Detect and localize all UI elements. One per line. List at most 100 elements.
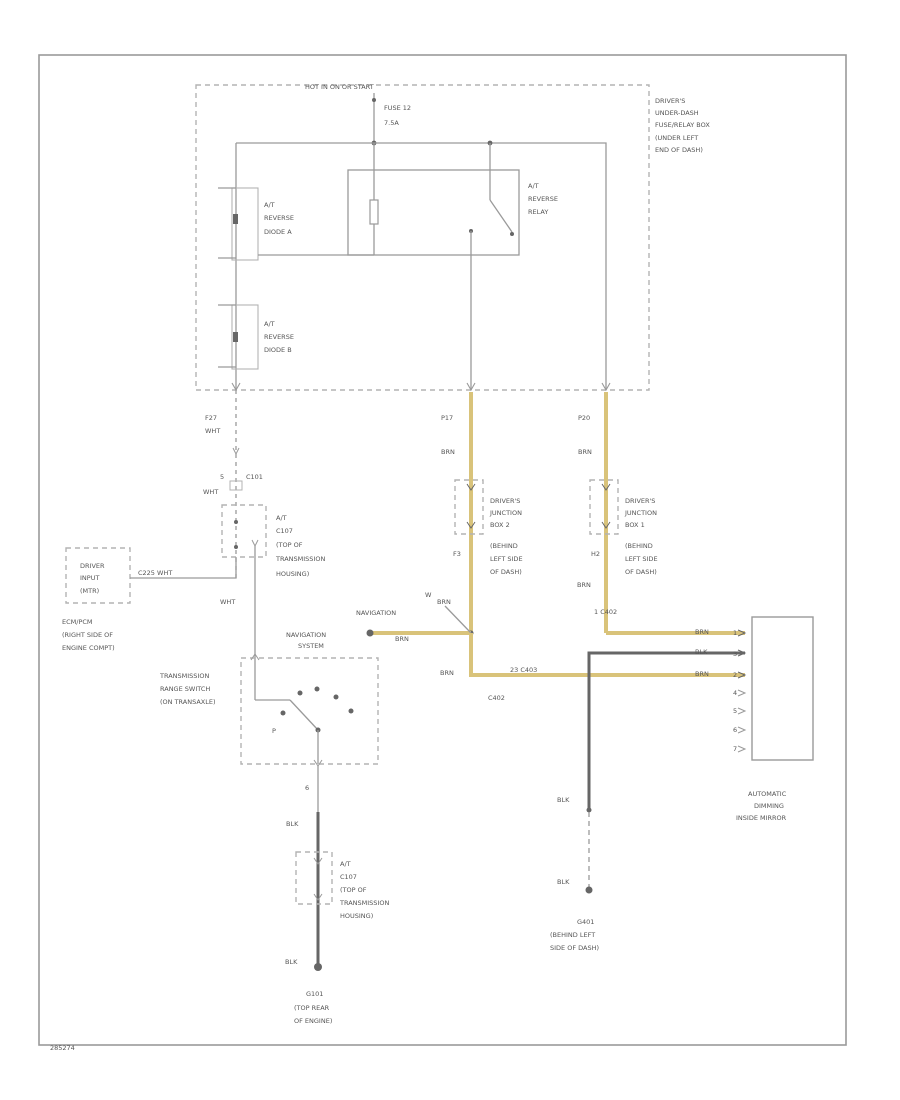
- at-conn-lower-label: A/T: [340, 860, 351, 868]
- fuse-box-location-line: UNDER-DASH: [655, 109, 699, 117]
- driver-input-line: (MTR): [80, 587, 99, 595]
- connector-c403: 23 C403: [510, 666, 537, 674]
- relay-coil: [369, 143, 379, 255]
- at-connector-c107-upper: [221, 504, 267, 558]
- pin-f27: F27: [205, 414, 217, 422]
- mirror-pin: 7: [733, 745, 737, 753]
- relay-label-line: A/T: [528, 182, 539, 190]
- ecm-location-line: ENGINE COMPT): [62, 644, 115, 652]
- relay-label-line: REVERSE: [528, 195, 558, 203]
- wire-wht: WHT: [220, 598, 235, 606]
- jb1-label-line: (BEHIND: [625, 542, 653, 550]
- ground-g101: [314, 963, 322, 971]
- driver-input-line: DRIVER: [80, 562, 105, 570]
- fuse-box-location-line: END OF DASH): [655, 146, 703, 154]
- center-circuit: P17 BRN DRIVER'S JUNCTION BOX 2 (BEHIND …: [356, 392, 745, 702]
- relay-label-line: RELAY: [528, 208, 548, 216]
- wire-brn: BRN: [578, 448, 592, 456]
- ground-g401-code: G401: [577, 918, 594, 926]
- connector-c402: 1 C402: [594, 608, 617, 616]
- fuse-12: [371, 93, 377, 146]
- jb1-label-line: BOX 1: [625, 521, 645, 529]
- diode-b-label-line: A/T: [264, 320, 275, 328]
- mirror-wire: BRN: [695, 670, 709, 678]
- diagram-frame: [38, 54, 847, 1046]
- mirror-label-line: AUTOMATIC: [748, 790, 787, 798]
- at-conn-lower-location-line: (TOP OF: [340, 886, 367, 894]
- ecm-location-line: (RIGHT SIDE OF: [62, 631, 113, 639]
- mirror-pin: 1: [733, 629, 737, 637]
- diode-a-label-line: DIODE A: [264, 228, 292, 236]
- right-circuit: P20 BRN DRIVER'S JUNCTION BOX 1 (BEHIND …: [577, 392, 745, 635]
- connector-c101: C101: [246, 473, 263, 481]
- reverse-relay: [347, 169, 520, 256]
- fuse-box-location-line: (UNDER LEFT: [655, 134, 698, 142]
- jb2-label-line: DRIVER'S: [490, 497, 520, 505]
- connector-c402-bottom: C402: [488, 694, 505, 702]
- mirror-pin: 4: [733, 689, 737, 697]
- reverse-diode-b: [218, 304, 259, 370]
- mirror-ground-wire: BLK: [557, 796, 570, 804]
- pin-h2: H2: [591, 550, 600, 558]
- junction-box-1: [589, 479, 619, 535]
- jb1-label-line: DRIVER'S: [625, 497, 655, 505]
- range-switch-label-line: RANGE SWITCH: [160, 685, 210, 693]
- wire-blk: BLK: [286, 820, 299, 828]
- ground-g101-code: G101: [306, 990, 323, 998]
- ground-wire-blk: BLK: [285, 958, 298, 966]
- range-switch-label-line: (ON TRANSAXLE): [160, 698, 216, 706]
- wire-brn-nav: BRN: [395, 635, 409, 643]
- ground-g101-location-line: OF ENGINE): [294, 1017, 332, 1025]
- nav-system-label-line: NAVIGATION: [286, 631, 326, 639]
- fuse-name: FUSE 12: [384, 104, 411, 112]
- jb2-label-line: OF DASH): [490, 568, 522, 576]
- wire-wht: WHT: [205, 427, 220, 435]
- at-connector-c107-lower: [295, 851, 333, 905]
- transmission-range-switch: TRANSMISSION RANGE SWITCH (ON TRANSAXLE)…: [159, 631, 389, 1025]
- jb2-label-line: JUNCTION: [489, 509, 522, 517]
- wire-wht: WHT: [203, 488, 218, 496]
- pin-number: 5: [220, 473, 224, 481]
- navigation-label: NAVIGATION: [356, 609, 396, 617]
- driver-input-line: INPUT: [80, 574, 99, 582]
- wire-brn: BRN: [440, 669, 454, 677]
- nav-system-label-line: SYSTEM: [298, 642, 324, 650]
- navigation-terminal: [366, 629, 374, 637]
- mirror-label-line: INSIDE MIRROR: [736, 814, 787, 822]
- range-switch-outline: [240, 657, 379, 765]
- fuse-box-location: DRIVER'S UNDER-DASH FUSE/RELAY BOX (UNDE…: [655, 97, 710, 154]
- at-conn-lower-location-line: HOUSING): [340, 912, 373, 920]
- fuse-box-header: HOT IN ON OR START: [305, 83, 374, 91]
- junction-box-2: [454, 479, 484, 535]
- ecm-location-line: ECM/PCM: [62, 618, 93, 626]
- mirror-pin: 6: [733, 726, 737, 734]
- c225-wht: C225 WHT: [138, 569, 172, 577]
- pin-p20: P20: [578, 414, 590, 422]
- splice-w: W: [425, 591, 432, 599]
- ground-g401-location-line: SIDE OF DASH): [550, 944, 599, 952]
- at-conn-lower-location-line: TRANSMISSION: [339, 899, 389, 907]
- mirror-pin: 3: [733, 650, 737, 658]
- at-conn-lower-code: C107: [340, 873, 357, 881]
- switch-pin: 6: [305, 784, 309, 792]
- ecm-driver-input: [65, 547, 131, 604]
- at-conn-location-line: HOUSING): [276, 570, 309, 578]
- jb2-label-line: BOX 2: [490, 521, 510, 529]
- auto-dimming-mirror: BRN BLK BRN 1 3 2 4 5 6 7 AUTOMATIC DIMM…: [550, 616, 814, 952]
- diode-b-label-line: DIODE B: [264, 346, 292, 354]
- fuse-relay-box: HOT IN ON OR START FUSE 12 7.5A DRIVER'S…: [195, 83, 710, 392]
- mirror-pin: 5: [733, 707, 737, 715]
- wire-brn-nav: BRN: [437, 598, 451, 606]
- jb2-label-line: LEFT SIDE: [490, 555, 523, 563]
- mirror-pin: 2: [733, 671, 737, 679]
- ground-g101-location-line: (TOP REAR: [294, 1004, 330, 1012]
- jb2-label-line: (BEHIND: [490, 542, 518, 550]
- fuse-bus-bar: [236, 142, 607, 390]
- at-conn-location-line: TRANSMISSION: [275, 555, 325, 563]
- fuse-rating: 7.5A: [384, 119, 399, 127]
- mirror-wire: BRN: [695, 628, 709, 636]
- fuse-box-outline: [195, 84, 650, 391]
- fuse-box-location-line: DRIVER'S: [655, 97, 685, 105]
- jb1-label-line: LEFT SIDE: [625, 555, 658, 563]
